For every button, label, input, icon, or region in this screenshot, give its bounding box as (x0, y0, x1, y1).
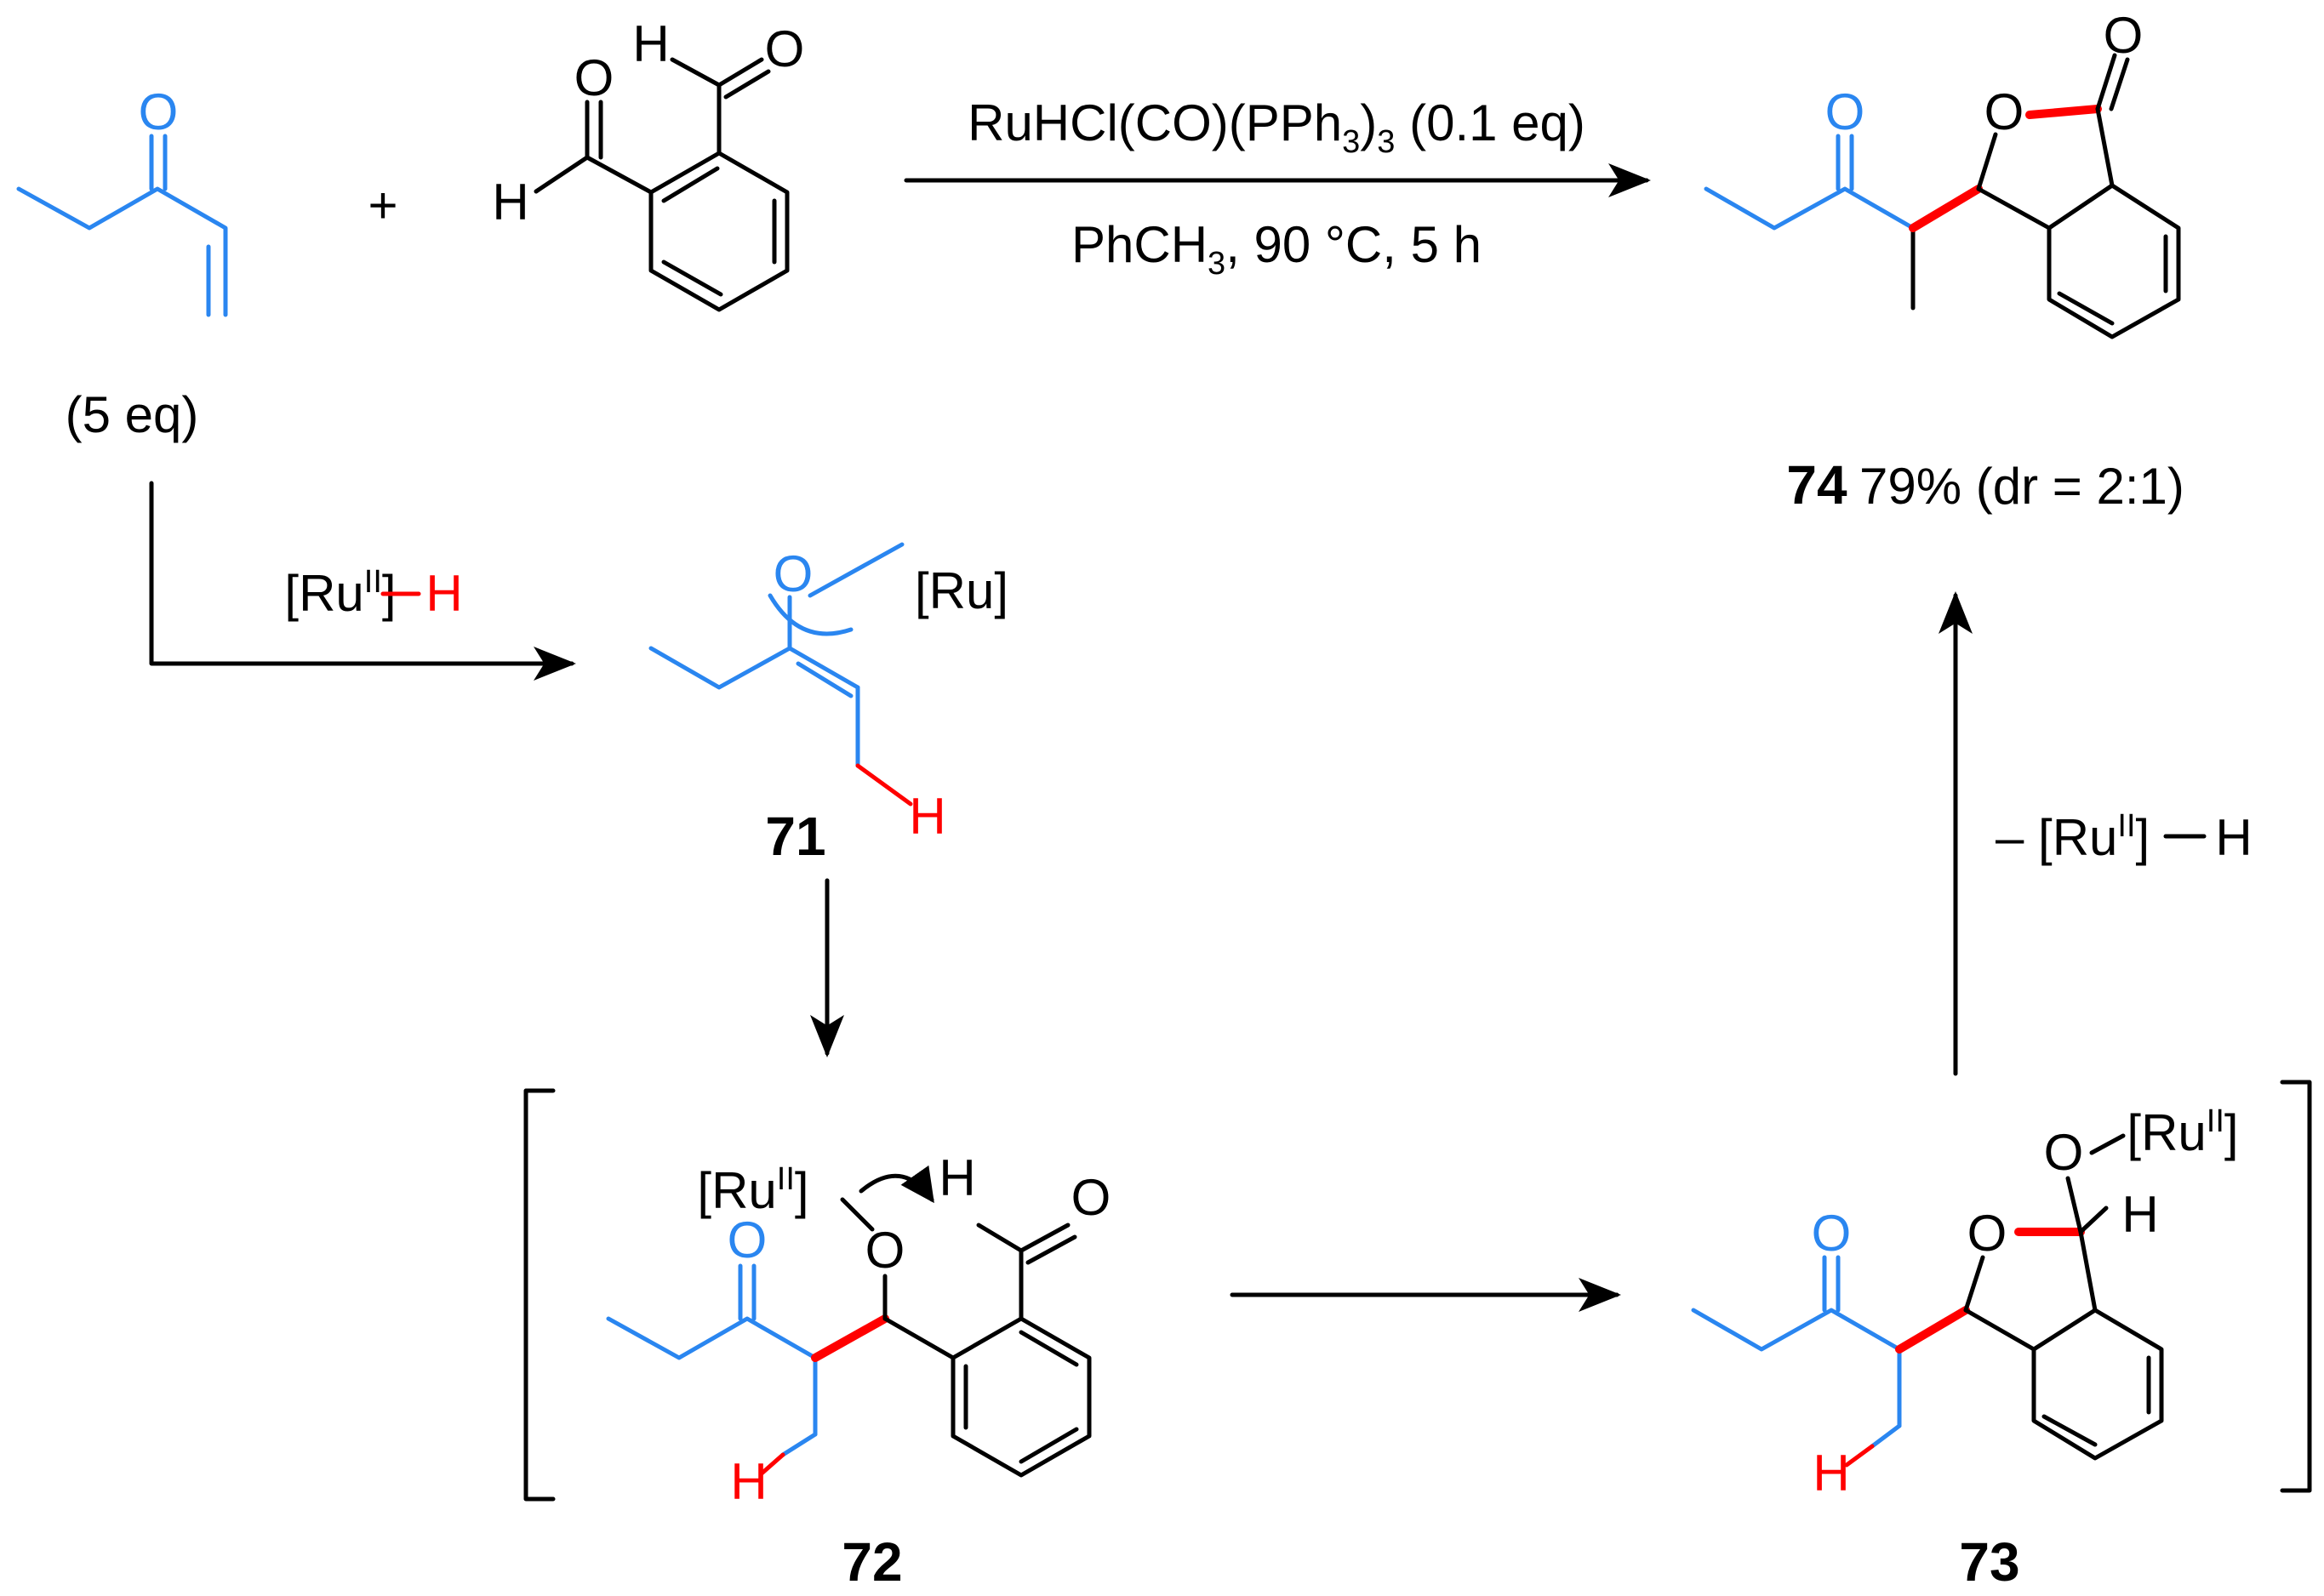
bracket-left (523, 1088, 556, 1502)
atom-oxygen: O (1812, 1205, 1852, 1262)
intermediate-72: O H O [RuII] H O 72 (606, 1149, 1111, 1593)
atom-oxygen: O (139, 83, 179, 140)
atom-hydrogen: H (2121, 1186, 2158, 1243)
equiv-label: (5 eq) (66, 386, 199, 443)
atom-oxygen: O (1967, 1205, 2007, 1262)
atom-oxygen: O (2044, 1124, 2084, 1181)
step-arrow-hydrometalation (149, 481, 576, 681)
atom-oxygen: O (1071, 1169, 1111, 1226)
atom-oxygen: O (1825, 83, 1865, 140)
bracket-right (2280, 1080, 2312, 1493)
catalyst-conditions: RuHCl(CO)(PPh3)3 (0.1 eq) (968, 94, 1585, 160)
intermediate-73: O H O H O [RuII] 73 (1691, 1103, 2239, 1593)
ru-metal: [RuII] (697, 1161, 808, 1219)
atom-hydrogen: H (1813, 1445, 1849, 1502)
yield-label: 79% (dr = 2:1) (1859, 458, 2184, 515)
ru-metal: [RuII] (2127, 1103, 2238, 1161)
atom-hydrogen: H (909, 788, 945, 845)
solvent-conditions: PhCH3, 90 °C, 5 h (1071, 216, 1482, 282)
eta3-arc (768, 593, 854, 636)
atom-oxygen: O (1984, 83, 2024, 140)
intermediate-71: O [Ru] H 71 (648, 542, 1008, 867)
compound-74-label: 74 (1786, 454, 1847, 516)
compound-72-label: 72 (842, 1531, 902, 1593)
product-74: O O O 74 79% (dr = 2:1) (1704, 7, 2184, 516)
plus-sign: + (368, 177, 397, 234)
atom-oxygen: O (774, 545, 814, 602)
compound-71-label: 71 (765, 806, 825, 867)
atom-hydrogen: H (2215, 809, 2252, 866)
atom-hydrogen: H (425, 565, 462, 622)
curved-arrow (859, 1165, 934, 1204)
atom-oxygen: O (2104, 7, 2144, 64)
atom-oxygen: O (574, 49, 614, 106)
ru-hydride-elimination: – [RuII] (1996, 808, 2150, 866)
compound-73-label: 73 (1959, 1531, 2019, 1593)
ru-hydride-reagent: [RuII] (284, 564, 396, 622)
atom-hydrogen: H (939, 1149, 975, 1206)
atom-hydrogen: H (492, 174, 528, 231)
enone-reactant: O (5 eq) (16, 83, 228, 443)
phthalaldehyde-reactant: H O O H (492, 15, 805, 312)
atom-hydrogen: H (730, 1453, 767, 1510)
atom-oxygen: O (765, 20, 805, 77)
atom-oxygen: O (728, 1211, 768, 1268)
atom-hydrogen: H (632, 15, 669, 72)
ru-metal: [Ru] (915, 562, 1008, 619)
